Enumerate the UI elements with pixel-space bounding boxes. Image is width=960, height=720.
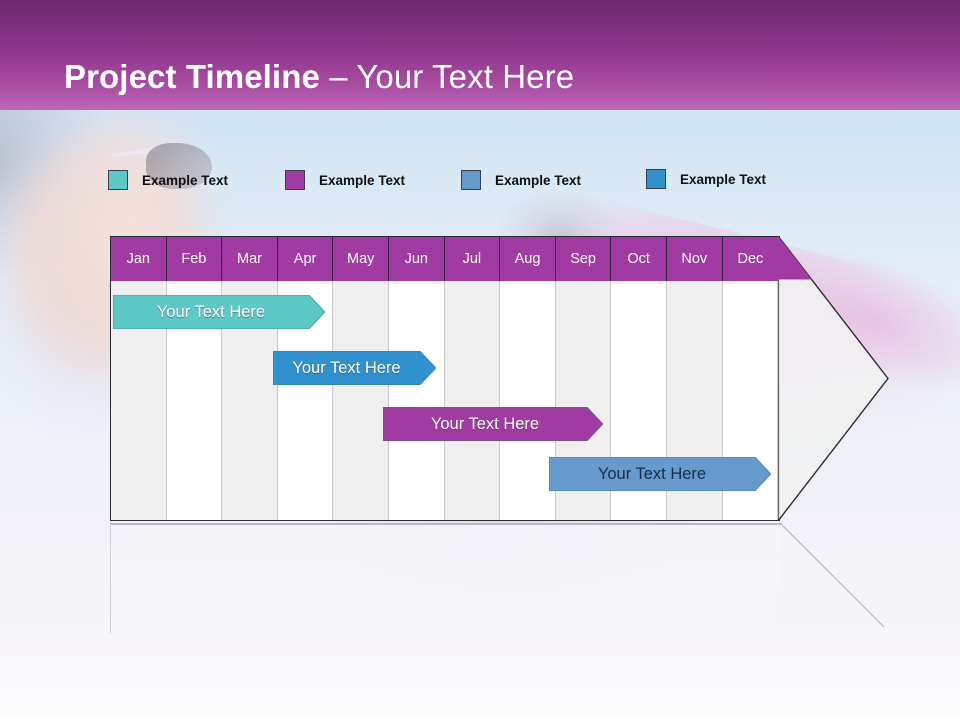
background-sunglasses: [146, 143, 212, 189]
timeline-bar-4[interactable]: Your Text Here: [549, 457, 771, 491]
month-header-may[interactable]: May: [333, 237, 389, 281]
timeline-bar-2[interactable]: Your Text Here: [273, 351, 436, 385]
legend-swatch-icon-2: [285, 170, 305, 190]
timeline-column-mar: [222, 237, 278, 520]
chart-reflection-arrow: [779, 522, 890, 633]
timeline-column-jan: [111, 237, 167, 520]
month-header-dec[interactable]: Dec: [722, 237, 779, 281]
timeline-bar-3[interactable]: Your Text Here: [383, 407, 603, 441]
month-header-apr[interactable]: Apr: [277, 237, 334, 281]
legend-item-2[interactable]: Example Text: [285, 170, 405, 190]
timeline-bar-shape-2: [273, 351, 436, 385]
legend-item-4[interactable]: Example Text: [646, 169, 766, 189]
legend-label-4: Example Text: [680, 171, 767, 187]
timeline-bar-shape-1: [113, 295, 325, 329]
page-title: Project Timeline – Your Text Here: [64, 58, 574, 96]
timeline-bar-label-1: Your Text Here: [156, 302, 266, 321]
month-header-aug[interactable]: Aug: [500, 237, 556, 281]
page-title-bold: Project Timeline: [64, 58, 320, 95]
timeline-bar-shape-3: [383, 407, 603, 441]
timeline-bar-label-2: Your Text Here: [292, 358, 401, 377]
timeline-bar-label-4: Your Text Here: [597, 464, 707, 483]
month-header-oct[interactable]: Oct: [611, 237, 667, 281]
month-header-jun[interactable]: Jun: [389, 237, 445, 281]
timeline-column-jul: [444, 237, 501, 520]
timeline-bar-1[interactable]: Your Text Here: [113, 295, 325, 329]
legend-label-1: Example Text: [142, 172, 229, 188]
legend-label-3: Example Text: [495, 172, 582, 188]
month-header-feb[interactable]: Feb: [166, 237, 223, 281]
timeline-bar-shape-4: [549, 457, 771, 491]
month-header-jul[interactable]: Jul: [444, 237, 501, 281]
legend-swatch-icon-4: [646, 169, 666, 189]
legend-item-3[interactable]: Example Text: [461, 170, 581, 190]
legend-swatch-icon-1: [108, 170, 128, 190]
timeline-bar-label-3: Your Text Here: [430, 414, 540, 433]
month-header-nov[interactable]: Nov: [667, 237, 723, 281]
timeline-column-aug: [500, 237, 556, 520]
legend-swatch-icon-3: [461, 170, 481, 190]
month-header-jan[interactable]: Jan: [111, 237, 167, 281]
title-band: Project Timeline – Your Text Here: [0, 0, 960, 110]
page-title-suffix: – Your Text Here: [319, 58, 575, 95]
timeline-column-feb: [166, 237, 223, 520]
month-header-sep[interactable]: Sep: [555, 237, 612, 281]
month-header-mar[interactable]: Mar: [222, 237, 278, 281]
chart-reflection: [110, 523, 782, 633]
legend-item-1[interactable]: Example Text: [108, 170, 228, 190]
timeline-arrow-head: [778, 236, 890, 521]
legend-label-2: Example Text: [319, 172, 406, 188]
